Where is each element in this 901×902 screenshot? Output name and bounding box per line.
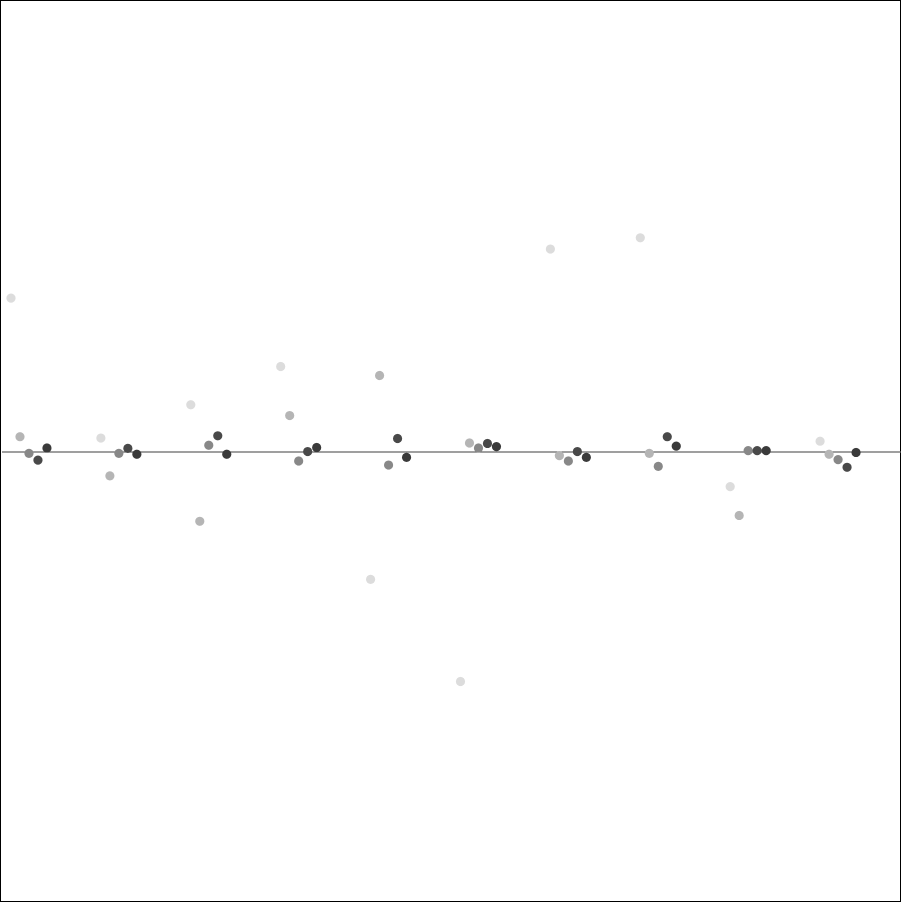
data-point	[545, 244, 555, 254]
data-point	[365, 574, 376, 584]
data-point	[734, 510, 744, 521]
data-point	[383, 460, 394, 470]
data-point	[96, 433, 106, 443]
data-point	[725, 482, 735, 492]
data-point	[6, 293, 16, 303]
data-point	[761, 446, 771, 456]
data-point	[842, 462, 852, 472]
data-point	[482, 438, 493, 449]
data-point	[42, 443, 52, 453]
data-point	[824, 449, 834, 459]
data-point	[662, 432, 672, 442]
data-point	[285, 410, 295, 421]
data-point	[195, 516, 205, 526]
data-point	[563, 456, 573, 466]
data-point	[222, 449, 232, 459]
data-point	[312, 442, 322, 453]
series-1	[6, 233, 825, 687]
series-5	[42, 441, 861, 462]
data-point	[392, 433, 403, 444]
data-point	[671, 441, 681, 451]
data-point	[743, 446, 753, 456]
data-point	[833, 455, 843, 465]
series-3	[24, 440, 843, 471]
data-point	[455, 676, 466, 687]
data-point	[132, 449, 142, 459]
data-point	[491, 442, 502, 452]
data-point	[204, 440, 214, 450]
series-2	[15, 370, 834, 526]
data-point	[851, 447, 861, 458]
data-point	[123, 443, 133, 453]
data-point	[554, 451, 564, 461]
data-point	[294, 456, 304, 466]
data-point	[572, 446, 582, 457]
data-point	[303, 446, 313, 457]
data-point	[24, 448, 34, 458]
data-point	[635, 233, 645, 243]
data-point	[105, 471, 115, 481]
series-4	[33, 431, 852, 472]
data-point	[15, 432, 25, 442]
data-point	[473, 443, 484, 453]
data-point	[276, 361, 286, 372]
points-layer	[6, 233, 861, 687]
data-point	[644, 448, 654, 458]
data-point	[114, 448, 124, 458]
data-point	[401, 452, 412, 462]
data-point	[653, 461, 663, 471]
data-point	[213, 431, 223, 441]
data-point	[33, 455, 43, 465]
data-point	[815, 436, 825, 446]
data-point	[752, 446, 762, 456]
data-point	[464, 438, 475, 448]
data-point	[581, 452, 591, 462]
data-point	[374, 370, 385, 381]
data-point	[186, 400, 196, 410]
